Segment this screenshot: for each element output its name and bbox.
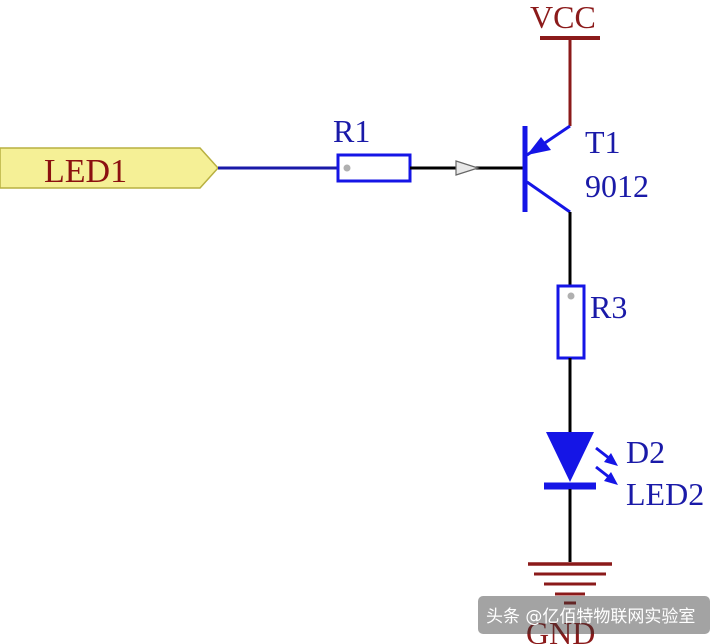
r3-label: R3: [590, 289, 627, 325]
ground-symbol-icon: [528, 562, 612, 605]
gnd-label: GND: [526, 615, 595, 644]
r3-pin1-dot: [567, 292, 575, 300]
watermark: 头条 @亿佰特物联网实验室: [478, 596, 710, 634]
port-label: LED1: [44, 153, 127, 190]
t1-ref-label: T1: [585, 124, 621, 160]
t1-value-label: 9012: [585, 168, 649, 204]
led1-port[interactable]: LED1: [0, 147, 220, 190]
r1-pin1-dot: [343, 164, 351, 172]
t1-emitter-arrow: [527, 137, 551, 155]
input-arrow-icon: [455, 160, 480, 176]
vcc-label: VCC: [530, 0, 596, 35]
d2-value-label: LED2: [626, 476, 704, 512]
watermark-text: 头条 @亿佰特物联网实验室: [486, 607, 695, 627]
d2-ref-label: D2: [626, 434, 665, 470]
r1-label: R1: [333, 113, 370, 149]
resistor-r3[interactable]: R3: [556, 284, 627, 360]
light-emission-arrows-icon: [595, 446, 618, 485]
t1-collector: [526, 180, 571, 214]
resistor-r1[interactable]: R1: [333, 113, 412, 183]
transistor-t1[interactable]: T1 9012: [522, 124, 649, 214]
watermark-bg: [478, 596, 710, 634]
d2-triangle: [546, 432, 594, 482]
port-shape: [0, 147, 220, 189]
led-d2[interactable]: D2 LED2: [544, 432, 704, 512]
vcc-power-symbol: VCC: [530, 0, 600, 126]
